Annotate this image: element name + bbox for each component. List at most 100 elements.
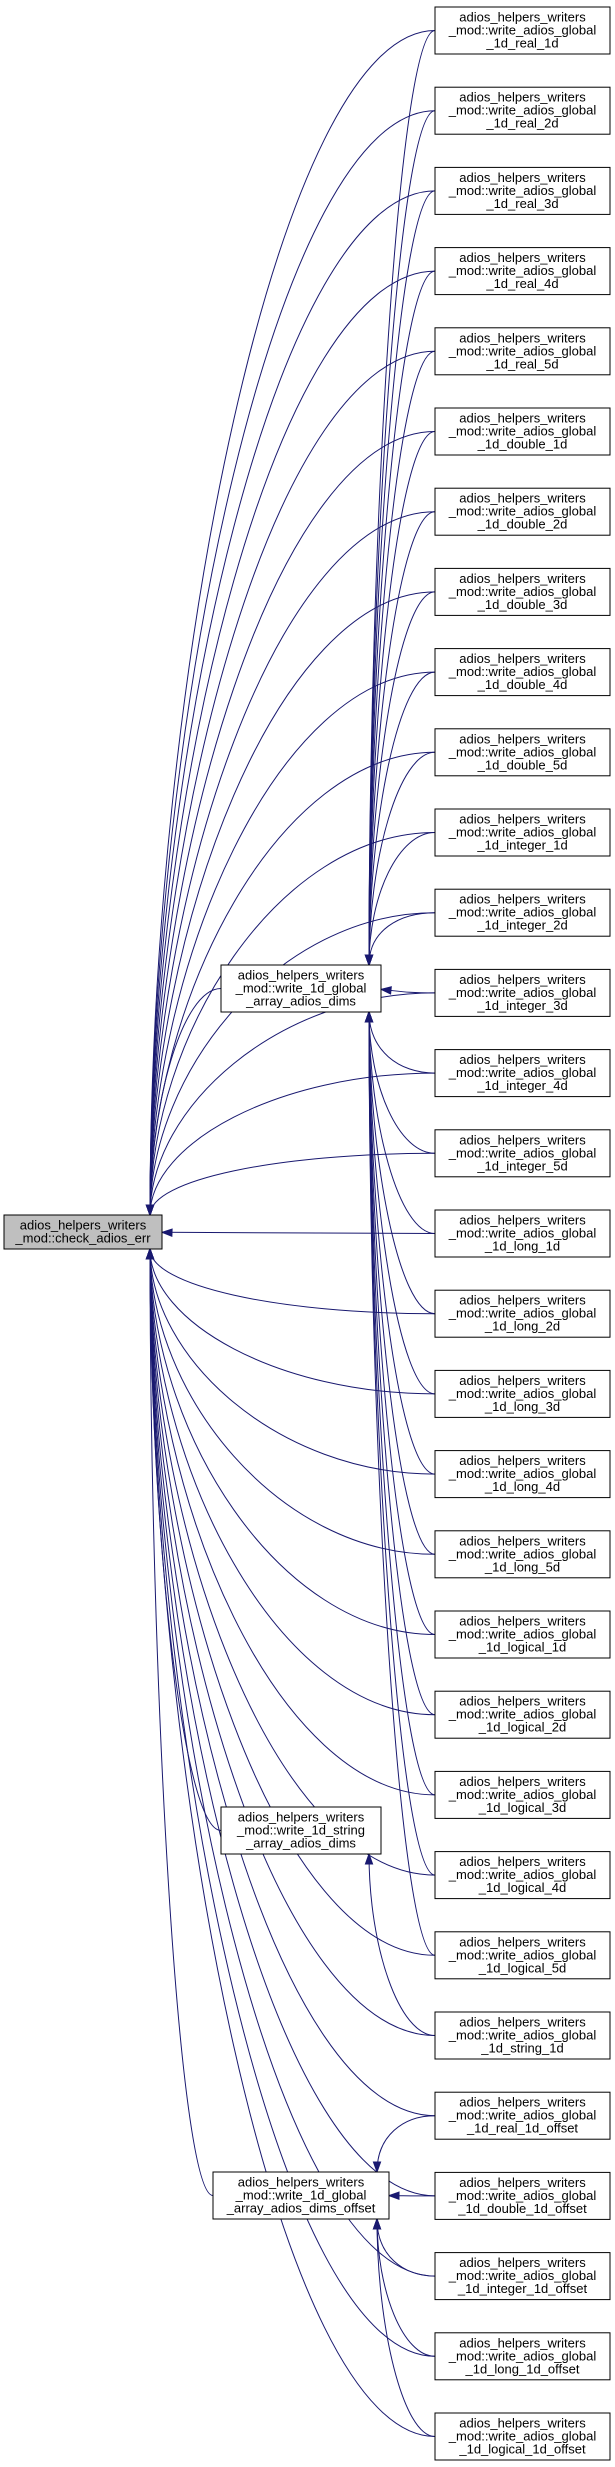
node-box[interactable] bbox=[434, 1851, 611, 1900]
node-logical_2d[interactable]: adios_helpers_writers_mod::write_adios_g… bbox=[434, 1690, 611, 1739]
node-double_1d_offset[interactable]: adios_helpers_writers_mod::write_adios_g… bbox=[434, 2171, 611, 2220]
node-label-line: _1d_real_1d bbox=[485, 36, 558, 51]
node-write_1d_string_array_adios_dims[interactable]: adios_helpers_writers_mod::write_1d_stri… bbox=[220, 1806, 382, 1855]
node-integer_3d[interactable]: adios_helpers_writers_mod::write_adios_g… bbox=[434, 968, 611, 1017]
edge-long_3d-to-check_adios_err bbox=[149, 1248, 436, 1395]
node-label-line: _1d_double_5d bbox=[477, 757, 568, 772]
node-box[interactable] bbox=[434, 166, 611, 215]
node-label-line: _mod::write_adios_global bbox=[448, 584, 597, 599]
node-label-line: adios_helpers_writers bbox=[459, 2416, 586, 2431]
node-double_3d[interactable]: adios_helpers_writers_mod::write_adios_g… bbox=[434, 567, 611, 616]
node-label-line: adios_helpers_writers bbox=[238, 968, 365, 983]
node-long_1d_offset[interactable]: adios_helpers_writers_mod::write_adios_g… bbox=[434, 2332, 611, 2381]
edge-long_1d-to-check_adios_err bbox=[161, 1231, 436, 1234]
node-box[interactable] bbox=[434, 6, 611, 55]
node-label-line: _mod::write_adios_global bbox=[448, 183, 597, 198]
node-label-line: adios_helpers_writers bbox=[459, 1533, 586, 1548]
edge-write_1d_global_array_adios_dims_offset-to-check_adios_err-arrowhead bbox=[145, 1247, 155, 1260]
node-double_4d[interactable]: adios_helpers_writers_mod::write_adios_g… bbox=[434, 648, 611, 697]
edge-double_5d-to-write_1d_global_array_adios_dims bbox=[368, 751, 436, 966]
node-long_2d[interactable]: adios_helpers_writers_mod::write_adios_g… bbox=[434, 1289, 611, 1338]
node-box[interactable] bbox=[434, 1049, 611, 1098]
node-integer_1d_offset[interactable]: adios_helpers_writers_mod::write_adios_g… bbox=[434, 2252, 611, 2301]
node-box[interactable] bbox=[434, 1209, 611, 1258]
node-box[interactable] bbox=[434, 968, 611, 1017]
edge-integer_1d_offset-to-check_adios_err bbox=[149, 1248, 436, 2277]
node-box[interactable] bbox=[434, 407, 611, 456]
node-long_1d[interactable]: adios_helpers_writers_mod::write_adios_g… bbox=[434, 1209, 611, 1258]
node-label-line: adios_helpers_writers bbox=[459, 972, 586, 987]
node-logical_1d_offset[interactable]: adios_helpers_writers_mod::write_adios_g… bbox=[434, 2412, 611, 2461]
node-long_3d[interactable]: adios_helpers_writers_mod::write_adios_g… bbox=[434, 1369, 611, 1418]
node-label-line: _1d_real_1d_offset bbox=[466, 2121, 578, 2136]
node-logical_3d[interactable]: adios_helpers_writers_mod::write_adios_g… bbox=[434, 1770, 611, 1819]
node-logical_4d[interactable]: adios_helpers_writers_mod::write_adios_g… bbox=[434, 1851, 611, 1900]
node-check_adios_err[interactable]: adios_helpers_writers_mod::check_adios_e… bbox=[3, 1214, 163, 1250]
node-box[interactable] bbox=[434, 1369, 611, 1418]
node-real_5d[interactable]: adios_helpers_writers_mod::write_adios_g… bbox=[434, 327, 611, 376]
node-double_2d[interactable]: adios_helpers_writers_mod::write_adios_g… bbox=[434, 487, 611, 536]
node-box[interactable] bbox=[434, 2252, 611, 2301]
node-real_4d[interactable]: adios_helpers_writers_mod::write_adios_g… bbox=[434, 247, 611, 296]
node-label-line: adios_helpers_writers bbox=[459, 1453, 586, 1468]
node-box[interactable] bbox=[434, 888, 611, 937]
node-label-line: _mod::write_adios_global bbox=[448, 1867, 597, 1882]
node-label-line: adios_helpers_writers bbox=[459, 1132, 586, 1147]
node-string_1d[interactable]: adios_helpers_writers_mod::write_adios_g… bbox=[434, 2011, 611, 2060]
node-integer_2d[interactable]: adios_helpers_writers_mod::write_adios_g… bbox=[434, 888, 611, 937]
node-real_1d_offset[interactable]: adios_helpers_writers_mod::write_adios_g… bbox=[434, 2091, 611, 2140]
node-label-line: _mod::write_adios_global bbox=[448, 2108, 597, 2123]
node-logical_1d[interactable]: adios_helpers_writers_mod::write_adios_g… bbox=[434, 1610, 611, 1659]
node-label-line: _array_adios_dims bbox=[245, 994, 356, 1009]
node-label-line: adios_helpers_writers bbox=[459, 10, 586, 25]
edge-double_4d-to-write_1d_global_array_adios_dims bbox=[368, 671, 436, 966]
node-box[interactable] bbox=[434, 1289, 611, 1338]
node-long_5d[interactable]: adios_helpers_writers_mod::write_adios_g… bbox=[434, 1530, 611, 1579]
node-box[interactable] bbox=[434, 2412, 611, 2461]
node-box[interactable] bbox=[220, 964, 382, 1013]
node-box[interactable] bbox=[434, 2171, 611, 2220]
node-label-line: _mod::write_adios_global bbox=[448, 1947, 597, 1962]
node-box[interactable] bbox=[434, 1129, 611, 1178]
node-real_3d[interactable]: adios_helpers_writers_mod::write_adios_g… bbox=[434, 166, 611, 215]
node-box[interactable] bbox=[3, 1214, 163, 1250]
node-box[interactable] bbox=[212, 2171, 390, 2220]
node-box[interactable] bbox=[434, 487, 611, 536]
node-logical_5d[interactable]: adios_helpers_writers_mod::write_adios_g… bbox=[434, 1931, 611, 1980]
node-box[interactable] bbox=[434, 86, 611, 135]
node-long_4d[interactable]: adios_helpers_writers_mod::write_adios_g… bbox=[434, 1450, 611, 1499]
node-integer_4d[interactable]: adios_helpers_writers_mod::write_adios_g… bbox=[434, 1049, 611, 1098]
edge-double_2d-to-write_1d_global_array_adios_dims bbox=[368, 511, 436, 966]
edge-long_3d-to-write_1d_global_array_adios_dims bbox=[368, 1011, 436, 1395]
node-box[interactable] bbox=[434, 1931, 611, 1980]
node-box[interactable] bbox=[434, 1690, 611, 1739]
node-box[interactable] bbox=[434, 1450, 611, 1499]
node-box[interactable] bbox=[434, 728, 611, 777]
node-label-line: _mod::write_adios_global bbox=[448, 504, 597, 519]
node-real_1d[interactable]: adios_helpers_writers_mod::write_adios_g… bbox=[434, 6, 611, 55]
edge-real_2d-to-write_1d_global_array_adios_dims bbox=[368, 110, 436, 966]
node-box[interactable] bbox=[434, 2332, 611, 2381]
node-box[interactable] bbox=[434, 247, 611, 296]
node-double_5d[interactable]: adios_helpers_writers_mod::write_adios_g… bbox=[434, 728, 611, 777]
node-box[interactable] bbox=[434, 1610, 611, 1659]
node-box[interactable] bbox=[434, 1770, 611, 1819]
edge-integer_4d-to-write_1d_global_array_adios_dims bbox=[368, 1011, 436, 1074]
edge-real_4d-to-check_adios_err bbox=[149, 270, 436, 1216]
node-real_2d[interactable]: adios_helpers_writers_mod::write_adios_g… bbox=[434, 86, 611, 135]
node-double_1d[interactable]: adios_helpers_writers_mod::write_adios_g… bbox=[434, 407, 611, 456]
node-box[interactable] bbox=[434, 1530, 611, 1579]
node-box[interactable] bbox=[434, 808, 611, 857]
node-integer_5d[interactable]: adios_helpers_writers_mod::write_adios_g… bbox=[434, 1129, 611, 1178]
node-box[interactable] bbox=[434, 2091, 611, 2140]
node-label-line: adios_helpers_writers bbox=[459, 2255, 586, 2270]
node-box[interactable] bbox=[434, 327, 611, 376]
node-box[interactable] bbox=[434, 2011, 611, 2060]
node-write_1d_global_array_adios_dims_offset[interactable]: adios_helpers_writers_mod::write_1d_glob… bbox=[212, 2171, 390, 2220]
node-write_1d_global_array_adios_dims[interactable]: adios_helpers_writers_mod::write_1d_glob… bbox=[220, 964, 382, 1013]
node-label-line: _mod::write_adios_global bbox=[448, 664, 597, 679]
node-integer_1d[interactable]: adios_helpers_writers_mod::write_adios_g… bbox=[434, 808, 611, 857]
node-box[interactable] bbox=[434, 567, 611, 616]
node-box[interactable] bbox=[220, 1806, 382, 1855]
node-box[interactable] bbox=[434, 648, 611, 697]
